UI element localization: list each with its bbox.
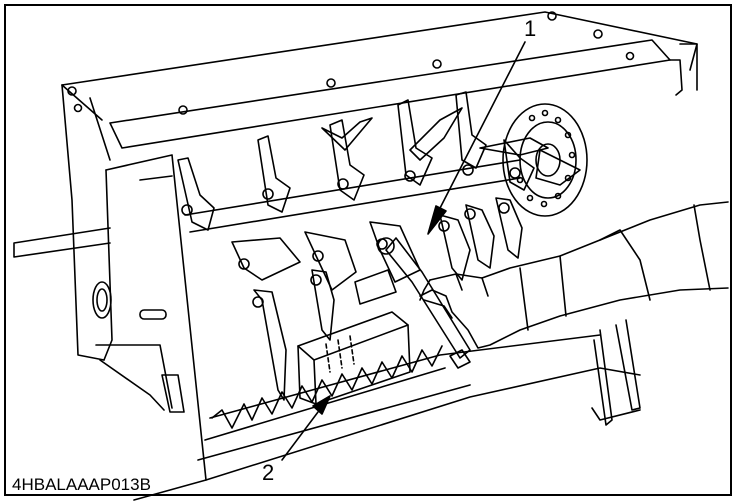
lower-flail-blades	[231, 197, 523, 401]
figure-code: 4HBALAAAP013B	[12, 475, 151, 494]
callout-label-2: 2	[262, 460, 275, 485]
left-shaft	[13, 227, 111, 258]
upper-flail-blades	[177, 91, 581, 231]
wrench	[377, 237, 471, 369]
callout-leader-2	[281, 395, 331, 461]
right-frame-legs	[591, 319, 641, 426]
operator-hand	[419, 201, 729, 349]
callout-label-1: 1	[524, 16, 537, 41]
rotor-shaft	[184, 159, 521, 233]
top-bolts	[67, 11, 635, 115]
callout-leader-1	[427, 41, 526, 235]
wooden-block	[297, 311, 411, 405]
housing	[61, 11, 698, 501]
